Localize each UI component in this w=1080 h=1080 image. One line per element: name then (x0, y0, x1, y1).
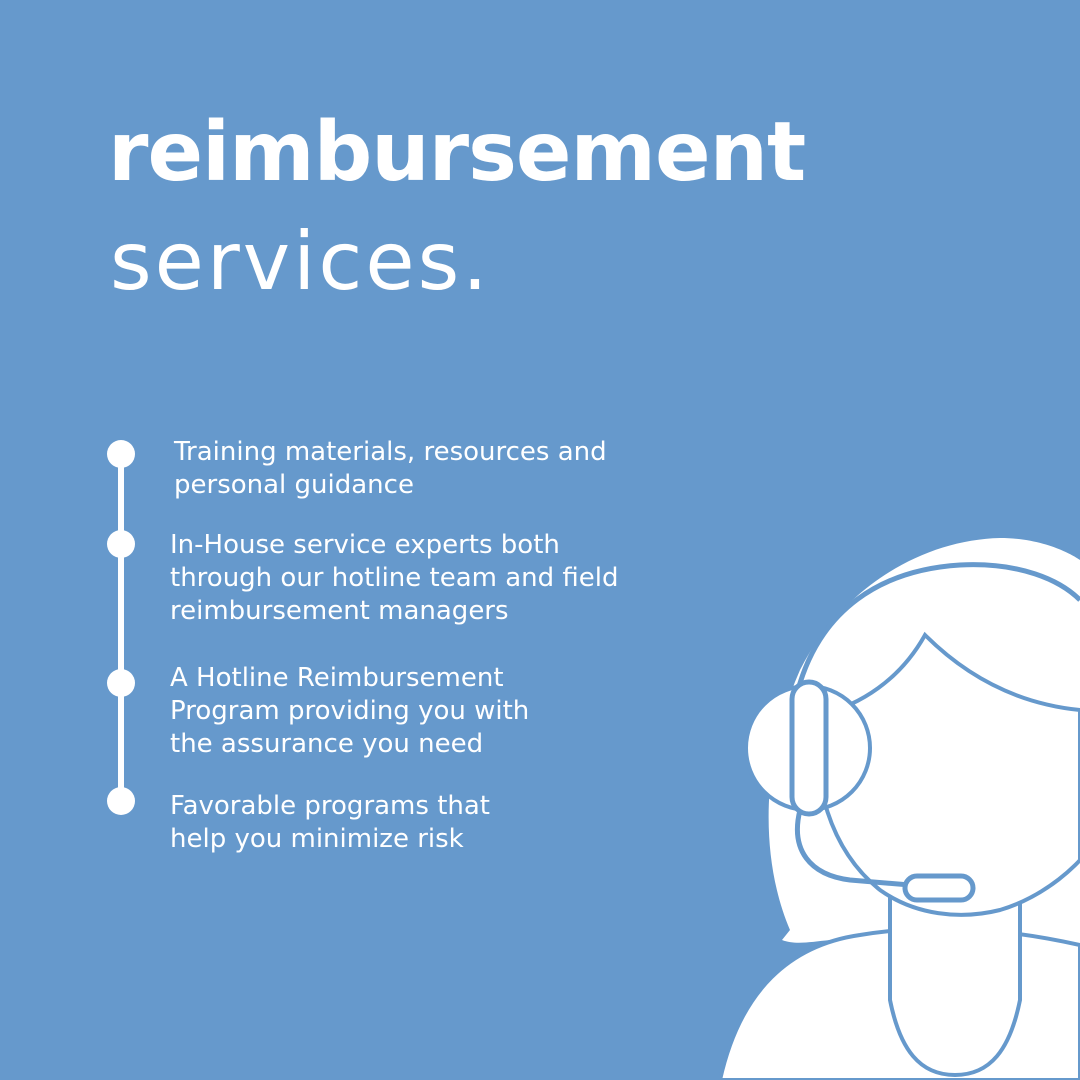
timeline-dot (107, 530, 135, 558)
bullet-item-experts: In-House service experts both through ou… (170, 530, 619, 626)
headband-arc (795, 562, 1080, 691)
page-title-light: services. (110, 215, 491, 308)
page-title-bold: reimbursement (108, 105, 806, 200)
headset-agent-icon (717, 538, 1080, 1080)
bullet-item-hotline-program: A Hotline Reimbursement Program providin… (170, 663, 530, 759)
bullet-item-training: Training materials, resources and person… (174, 437, 607, 500)
neck-shape (888, 878, 1022, 1078)
bullet-item-favorable-programs: Favorable programs that help you minimiz… (170, 791, 490, 854)
timeline-dot (107, 440, 135, 468)
timeline-line (118, 454, 124, 800)
ear-pad (789, 679, 829, 817)
mic-icon (902, 873, 976, 903)
timeline-dot (107, 787, 135, 815)
timeline-dot (107, 669, 135, 697)
mic-boom (794, 809, 911, 888)
